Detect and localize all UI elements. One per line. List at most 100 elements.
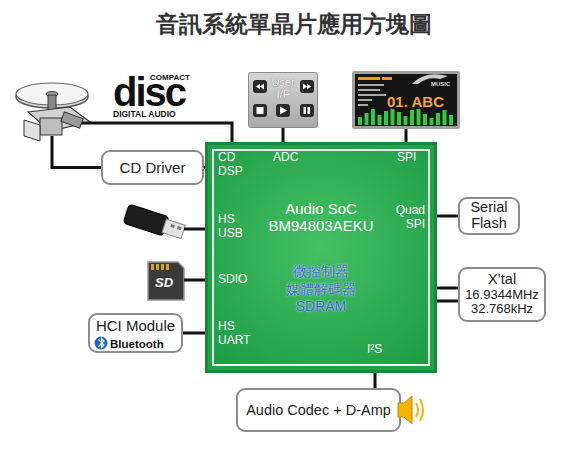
cd-player-illustration — [16, 83, 90, 141]
equalizer-bar — [410, 110, 414, 125]
usb-body — [123, 204, 169, 236]
wire — [52, 136, 101, 168]
sd-contact — [166, 264, 169, 270]
pause-symbol — [308, 107, 311, 114]
process-box: Audio Codec + D-Amp — [236, 388, 401, 432]
button — [253, 104, 267, 117]
equalizer-bar — [417, 109, 421, 125]
equalizer-bar — [371, 109, 375, 125]
wire — [184, 228, 205, 231]
bluetooth-badge — [95, 337, 108, 350]
pin-name: HS USB — [218, 213, 250, 241]
bluetooth-logo-text: Bluetooth — [110, 338, 164, 351]
diagram-title: 音訊系統單晶片應用方塊圖 — [0, 9, 587, 40]
user-interface-panel: User I/F — [248, 72, 318, 128]
sd-card-illustration — [148, 262, 184, 300]
display-bar — [382, 77, 392, 80]
connector-line — [183, 332, 205, 335]
display-line — [358, 99, 372, 101]
display-logo-text: MUSIC — [431, 81, 450, 88]
pin-name: CD DSP — [218, 151, 248, 179]
sd-card-body — [148, 262, 184, 300]
laser-sled — [61, 112, 83, 128]
process-box: CD Driver — [101, 150, 204, 185]
display-bar — [358, 77, 380, 80]
rewind-symbol — [256, 84, 264, 90]
connector-line — [405, 129, 408, 142]
wire — [82, 123, 232, 142]
pin-name: SPI — [397, 151, 416, 165]
pin-name: SDIO — [218, 273, 247, 287]
pin-name: ADC — [273, 151, 298, 165]
equalizer-bar — [365, 113, 369, 125]
equalizer-bar — [397, 112, 401, 125]
chip-title: Audio SoC BM94803AEKU — [266, 200, 376, 235]
sd-contact — [156, 264, 159, 270]
bluetooth-module-box: HCI ModuleBluetooth — [88, 313, 183, 353]
play-symbol — [280, 107, 287, 115]
connector-line — [282, 128, 285, 142]
lcd-display: MUSIC 01. ABC — [352, 71, 460, 129]
display-line — [358, 94, 386, 96]
display-track-text: 01. ABC — [387, 93, 444, 110]
button — [300, 104, 314, 117]
sound-wave — [420, 399, 423, 421]
connector-line — [374, 373, 377, 388]
disc-hub — [46, 92, 58, 97]
box-label: Audio Codec + D-Amp — [246, 402, 391, 419]
sd-contact — [161, 264, 164, 270]
pin-name: I²S — [367, 343, 382, 357]
wire — [184, 279, 205, 282]
usb-hole — [177, 226, 182, 230]
box-label: HCI Module — [90, 317, 181, 334]
usb-hole — [170, 224, 175, 228]
lcd-graphics — [358, 74, 453, 125]
disc-surface — [16, 83, 88, 105]
usb-stick-illustration — [123, 204, 186, 242]
equalizer-bar — [449, 115, 453, 125]
logo-text: disc — [113, 72, 185, 112]
display-line — [358, 84, 384, 86]
mechanism-side — [24, 120, 40, 141]
disc-edge — [16, 86, 88, 108]
display-line — [358, 89, 380, 91]
bluetooth-symbol — [95, 337, 108, 350]
stop-symbol — [257, 107, 264, 114]
equalizer-bar — [436, 113, 440, 125]
speaker-body — [398, 396, 412, 424]
equalizer-bar — [404, 116, 408, 125]
usb-connector — [162, 219, 185, 238]
crystal-box: X’tal16.9344MHz 32.768kHz — [458, 267, 546, 322]
button — [300, 80, 314, 93]
panel-label: User I/F — [268, 77, 298, 100]
equalizer-bar — [443, 110, 447, 125]
speaker-symbol — [398, 396, 423, 424]
sd-contact — [151, 264, 154, 270]
box-label: X’tal — [488, 272, 516, 288]
pause-symbol — [304, 107, 307, 114]
equalizer-bar — [391, 109, 395, 125]
motor — [40, 118, 62, 135]
equalizer-bar — [384, 111, 388, 125]
button — [276, 104, 290, 117]
pin-name: HS UART — [218, 320, 256, 348]
spindle — [48, 95, 56, 111]
equalizer-bar — [430, 118, 434, 125]
bluetooth-rune — [99, 339, 105, 348]
connector-line — [437, 215, 458, 218]
wire — [437, 300, 458, 303]
connector-line — [437, 287, 458, 290]
logo-text: DIGITAL AUDIO — [113, 110, 176, 120]
mechanism-plate — [28, 107, 90, 131]
frequency-value: 16.9344MHz 32.768kHz — [462, 288, 542, 317]
chip-function-list: 微控制器 媒體解碼器 SDRAM — [281, 263, 361, 316]
sd-logo-text: SD — [155, 276, 173, 291]
button — [253, 80, 267, 93]
process-box: Serial Flash — [458, 197, 520, 235]
box-label: Serial Flash — [462, 200, 516, 232]
display-line — [358, 104, 368, 106]
display-logo-swoosh — [412, 74, 448, 84]
equalizer-bar — [378, 115, 382, 125]
